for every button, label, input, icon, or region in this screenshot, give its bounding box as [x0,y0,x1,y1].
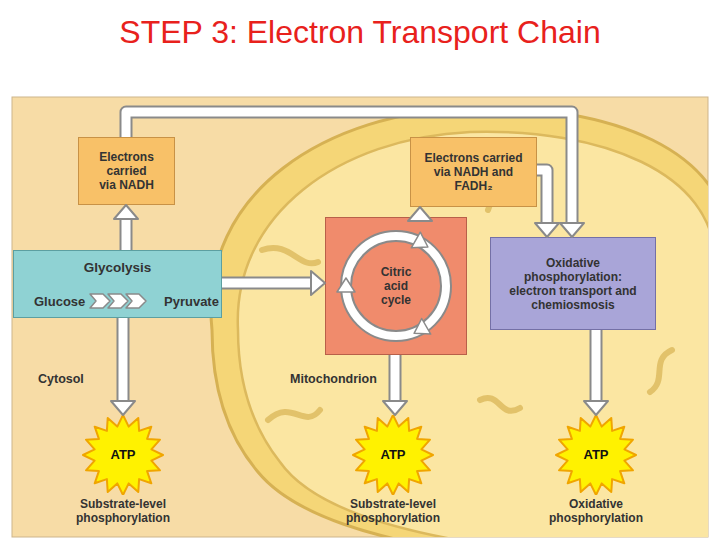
flow-arrow [584,330,608,415]
atp-text: ATP [333,415,453,495]
box-text: Electrons carried via NADH [98,150,155,192]
box-text: Oxidative phosphorylation: electron tran… [509,256,637,312]
arrowhead [560,223,584,237]
arrowhead [535,223,559,237]
arrowhead [311,271,325,295]
atp-burst: ATPSubstrate-level phosphorylation [333,415,453,533]
process-box: GlycolysisGlucose Pyruvate [13,250,222,318]
electron-carrier-box: Electrons carried via NADH [78,137,175,205]
atp-burst: ATPSubstrate-level phosphorylation [63,415,183,533]
region-label: Mitochondrion [290,372,377,387]
flow-arrow [114,205,138,250]
flow-arrow-outline [120,217,133,250]
mitochondrion-outer-membrane [211,108,708,537]
flow-arrow-body [122,217,131,250]
box-text: Electrons carried via NADH and FADH₂ [424,151,523,193]
arrowhead [584,401,608,415]
flow-arrow-body [126,112,572,225]
flow-arrow-body [222,279,313,288]
flow-arrow-body [537,170,547,225]
atp-burst: ATPOxidative phosphorylation [536,415,656,533]
crista [480,398,520,411]
flow-arrow [383,355,407,415]
flow-arrow-outline [117,318,130,403]
flow-arrow [222,271,325,295]
flow-arrow-body [391,355,400,403]
flow-arrow-body [119,318,128,403]
arrowhead [111,401,135,415]
arrowhead [383,401,407,415]
title: STEP 3: Electron Transport Chain [0,12,720,52]
cycle-box: Citric acid cycle [325,217,467,355]
box-text: Citric acid cycle [371,265,421,307]
process-box: Oxidative phosphorylation: electron tran… [490,237,656,330]
flow-arrow-body [592,330,601,403]
crista [262,248,318,263]
flow-arrow-outline [222,277,313,290]
atp-text: ATP [63,415,183,495]
flow-arrow-outline [590,330,603,403]
flow-arrow-outline [389,355,402,403]
box-text: Glycolysis [14,260,221,275]
sub-text: Glucose [34,294,102,309]
crista [650,350,672,392]
crista [268,410,320,420]
process-caption: Oxidative phosphorylation [536,497,656,525]
arrowhead [114,205,138,219]
flow-arrow [535,170,559,237]
electron-carrier-box: Electrons carried via NADH and FADH₂ [410,137,537,207]
process-caption: Substrate-level phosphorylation [63,497,183,525]
atp-text: ATP [536,415,656,495]
mitochondrion-inner-membrane [238,132,708,537]
process-caption: Substrate-level phosphorylation [333,497,453,525]
flow-arrow-outline [537,170,547,225]
region-label: Cytosol [38,372,84,387]
sub-text: Pyruvate [164,294,224,309]
flow-arrow-outline [126,112,572,225]
flow-arrow [111,318,135,415]
